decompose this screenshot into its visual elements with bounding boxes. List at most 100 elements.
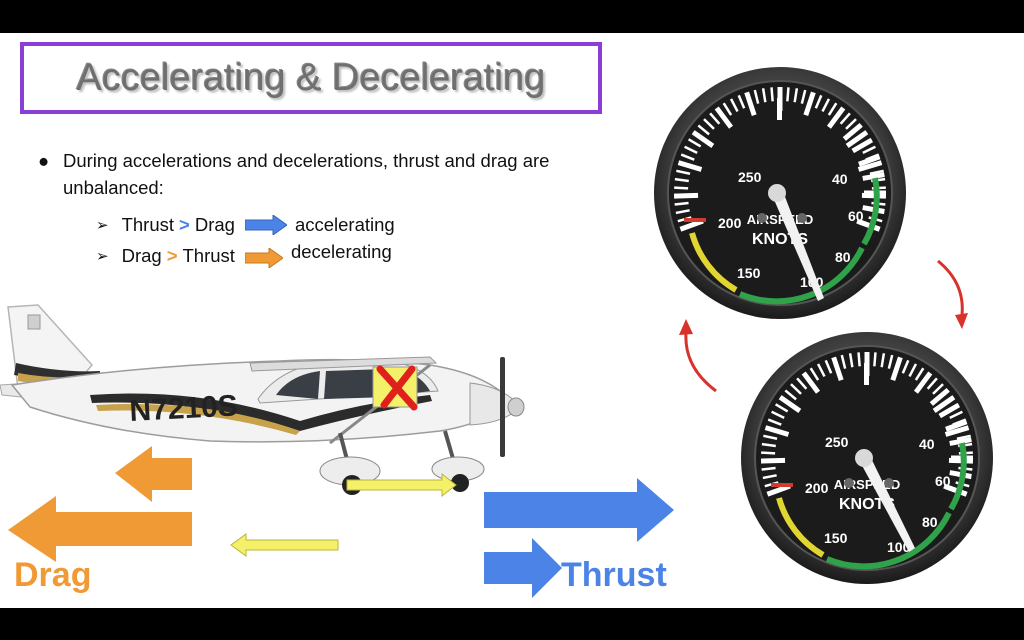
gauge-tick <box>803 91 816 116</box>
gauge-label-60: 60 <box>935 473 951 489</box>
sub2-result: decelerating <box>290 241 392 262</box>
gauge-tick <box>778 395 802 414</box>
gauge-ticks <box>760 352 974 497</box>
gauge-tick <box>944 425 970 437</box>
gauge-tick <box>873 352 877 367</box>
gauge-tick <box>790 383 802 395</box>
sub1-operator: > <box>179 214 190 235</box>
sub-bullet-marker: ➢ <box>96 217 109 234</box>
gauge-needle <box>859 454 915 552</box>
sub1-right: Drag <box>194 214 235 235</box>
sub2-operator: > <box>166 245 178 266</box>
gauge-tick <box>862 145 876 155</box>
sub-bullet-marker: ➢ <box>96 248 109 265</box>
gauge-tick <box>831 356 844 381</box>
gauge-tick <box>771 410 785 420</box>
gauge-tick <box>801 371 821 394</box>
gauge-tick <box>826 106 846 129</box>
gauge-tick <box>869 169 884 175</box>
gauge-label-200: 200 <box>718 215 742 231</box>
gauge-tick <box>761 451 776 455</box>
sub-bullet-decelerating: ➢ Drag > Thrust decelerating <box>96 241 392 268</box>
gauge-tick <box>796 377 808 390</box>
gauge-tick <box>761 442 776 448</box>
gauge-tick <box>857 160 883 172</box>
gauge-tick <box>848 353 854 368</box>
gauge-tick <box>761 466 776 471</box>
gauge-tick <box>857 352 861 367</box>
gauge-tick <box>913 371 933 394</box>
gauge-needle <box>772 189 824 301</box>
gauge-tick <box>800 89 807 104</box>
slide-title: Accelerating & Decelerating <box>76 56 546 99</box>
gauge-tick <box>839 112 851 125</box>
gauge-tick <box>842 122 863 141</box>
gauge-tick <box>784 389 797 401</box>
gauge-tick <box>767 418 782 426</box>
cycle-arrows <box>679 259 968 393</box>
gauge-tick <box>809 367 820 381</box>
gauge-tick <box>714 106 734 129</box>
gauge-tick <box>774 403 789 413</box>
gauge-tick <box>880 353 886 368</box>
gauge-tick <box>675 209 690 215</box>
registration-text: N7210S <box>129 389 239 428</box>
gauge-tick <box>697 124 710 136</box>
gauge-tick <box>760 457 786 464</box>
thrust-arrow-small-icon <box>484 538 562 598</box>
airspeed-gauge-bottom: AIRSPEED KNOTS 40 60 80 100 150 200 250 <box>741 332 993 584</box>
thrust-arrow-large-icon <box>484 478 674 542</box>
gauge-label-200: 200 <box>805 480 829 496</box>
gauge-tick <box>673 192 699 199</box>
gauge-tick <box>764 425 790 437</box>
gauge-tick <box>729 98 739 112</box>
gauge-label-80: 80 <box>922 514 938 530</box>
gauge-tick <box>932 395 956 414</box>
gauge-label-40: 40 <box>919 436 935 452</box>
gauge-tick <box>703 118 715 130</box>
gauge-label-150: 150 <box>824 530 848 546</box>
sub2-left: Drag <box>121 245 162 266</box>
gauge-tick <box>786 87 790 102</box>
gauge-tick <box>793 88 799 103</box>
gauge-tick <box>890 356 903 381</box>
gauge-tick <box>814 94 823 109</box>
gauge-tick <box>762 474 777 480</box>
yellow-arrow-right-icon <box>346 472 457 498</box>
gauge-tick <box>887 354 894 369</box>
gauge-tick <box>949 410 963 420</box>
gauge-tick <box>766 483 791 497</box>
thrust-label: Thrust <box>561 556 667 594</box>
title-box: Accelerating & Decelerating <box>20 42 602 114</box>
center-marker-icon <box>372 365 418 411</box>
gauge-tick <box>753 89 760 104</box>
gauge-tick <box>709 112 721 125</box>
sub1-left: Thrust <box>121 214 175 235</box>
gauge-tick <box>722 102 733 116</box>
gauge-tick <box>851 137 874 154</box>
gauge-tick <box>687 138 702 148</box>
gauge-label-80: 80 <box>835 249 851 265</box>
gauge-tick <box>684 145 698 155</box>
gauge-tick <box>862 172 885 181</box>
gauge-tick <box>770 87 774 102</box>
gauge-tick <box>845 130 869 149</box>
gauge-tick <box>677 160 703 172</box>
gauge-tick <box>737 94 746 109</box>
gauge-tick <box>858 154 881 167</box>
yellow-arrow-left-icon <box>230 533 339 557</box>
slide: Accelerating & Decelerating ● During acc… <box>0 33 1024 608</box>
bullet-marker: ● <box>38 150 50 171</box>
gauge-tick <box>680 153 695 161</box>
gauge-tick <box>674 186 689 190</box>
gauge-tick <box>674 177 689 183</box>
force-arrows <box>8 446 674 598</box>
gauge-tick <box>845 118 857 130</box>
sub1-result: accelerating <box>294 214 395 235</box>
sub-bullet-accelerating: ➢ Thrust > Drag accelerating <box>96 214 395 236</box>
gauge-tick <box>840 354 847 369</box>
cycle-arrow-down-icon <box>937 259 964 316</box>
gauge-tick <box>679 218 704 232</box>
gauge-tick <box>929 387 950 406</box>
gauge-label-60: 60 <box>848 208 864 224</box>
